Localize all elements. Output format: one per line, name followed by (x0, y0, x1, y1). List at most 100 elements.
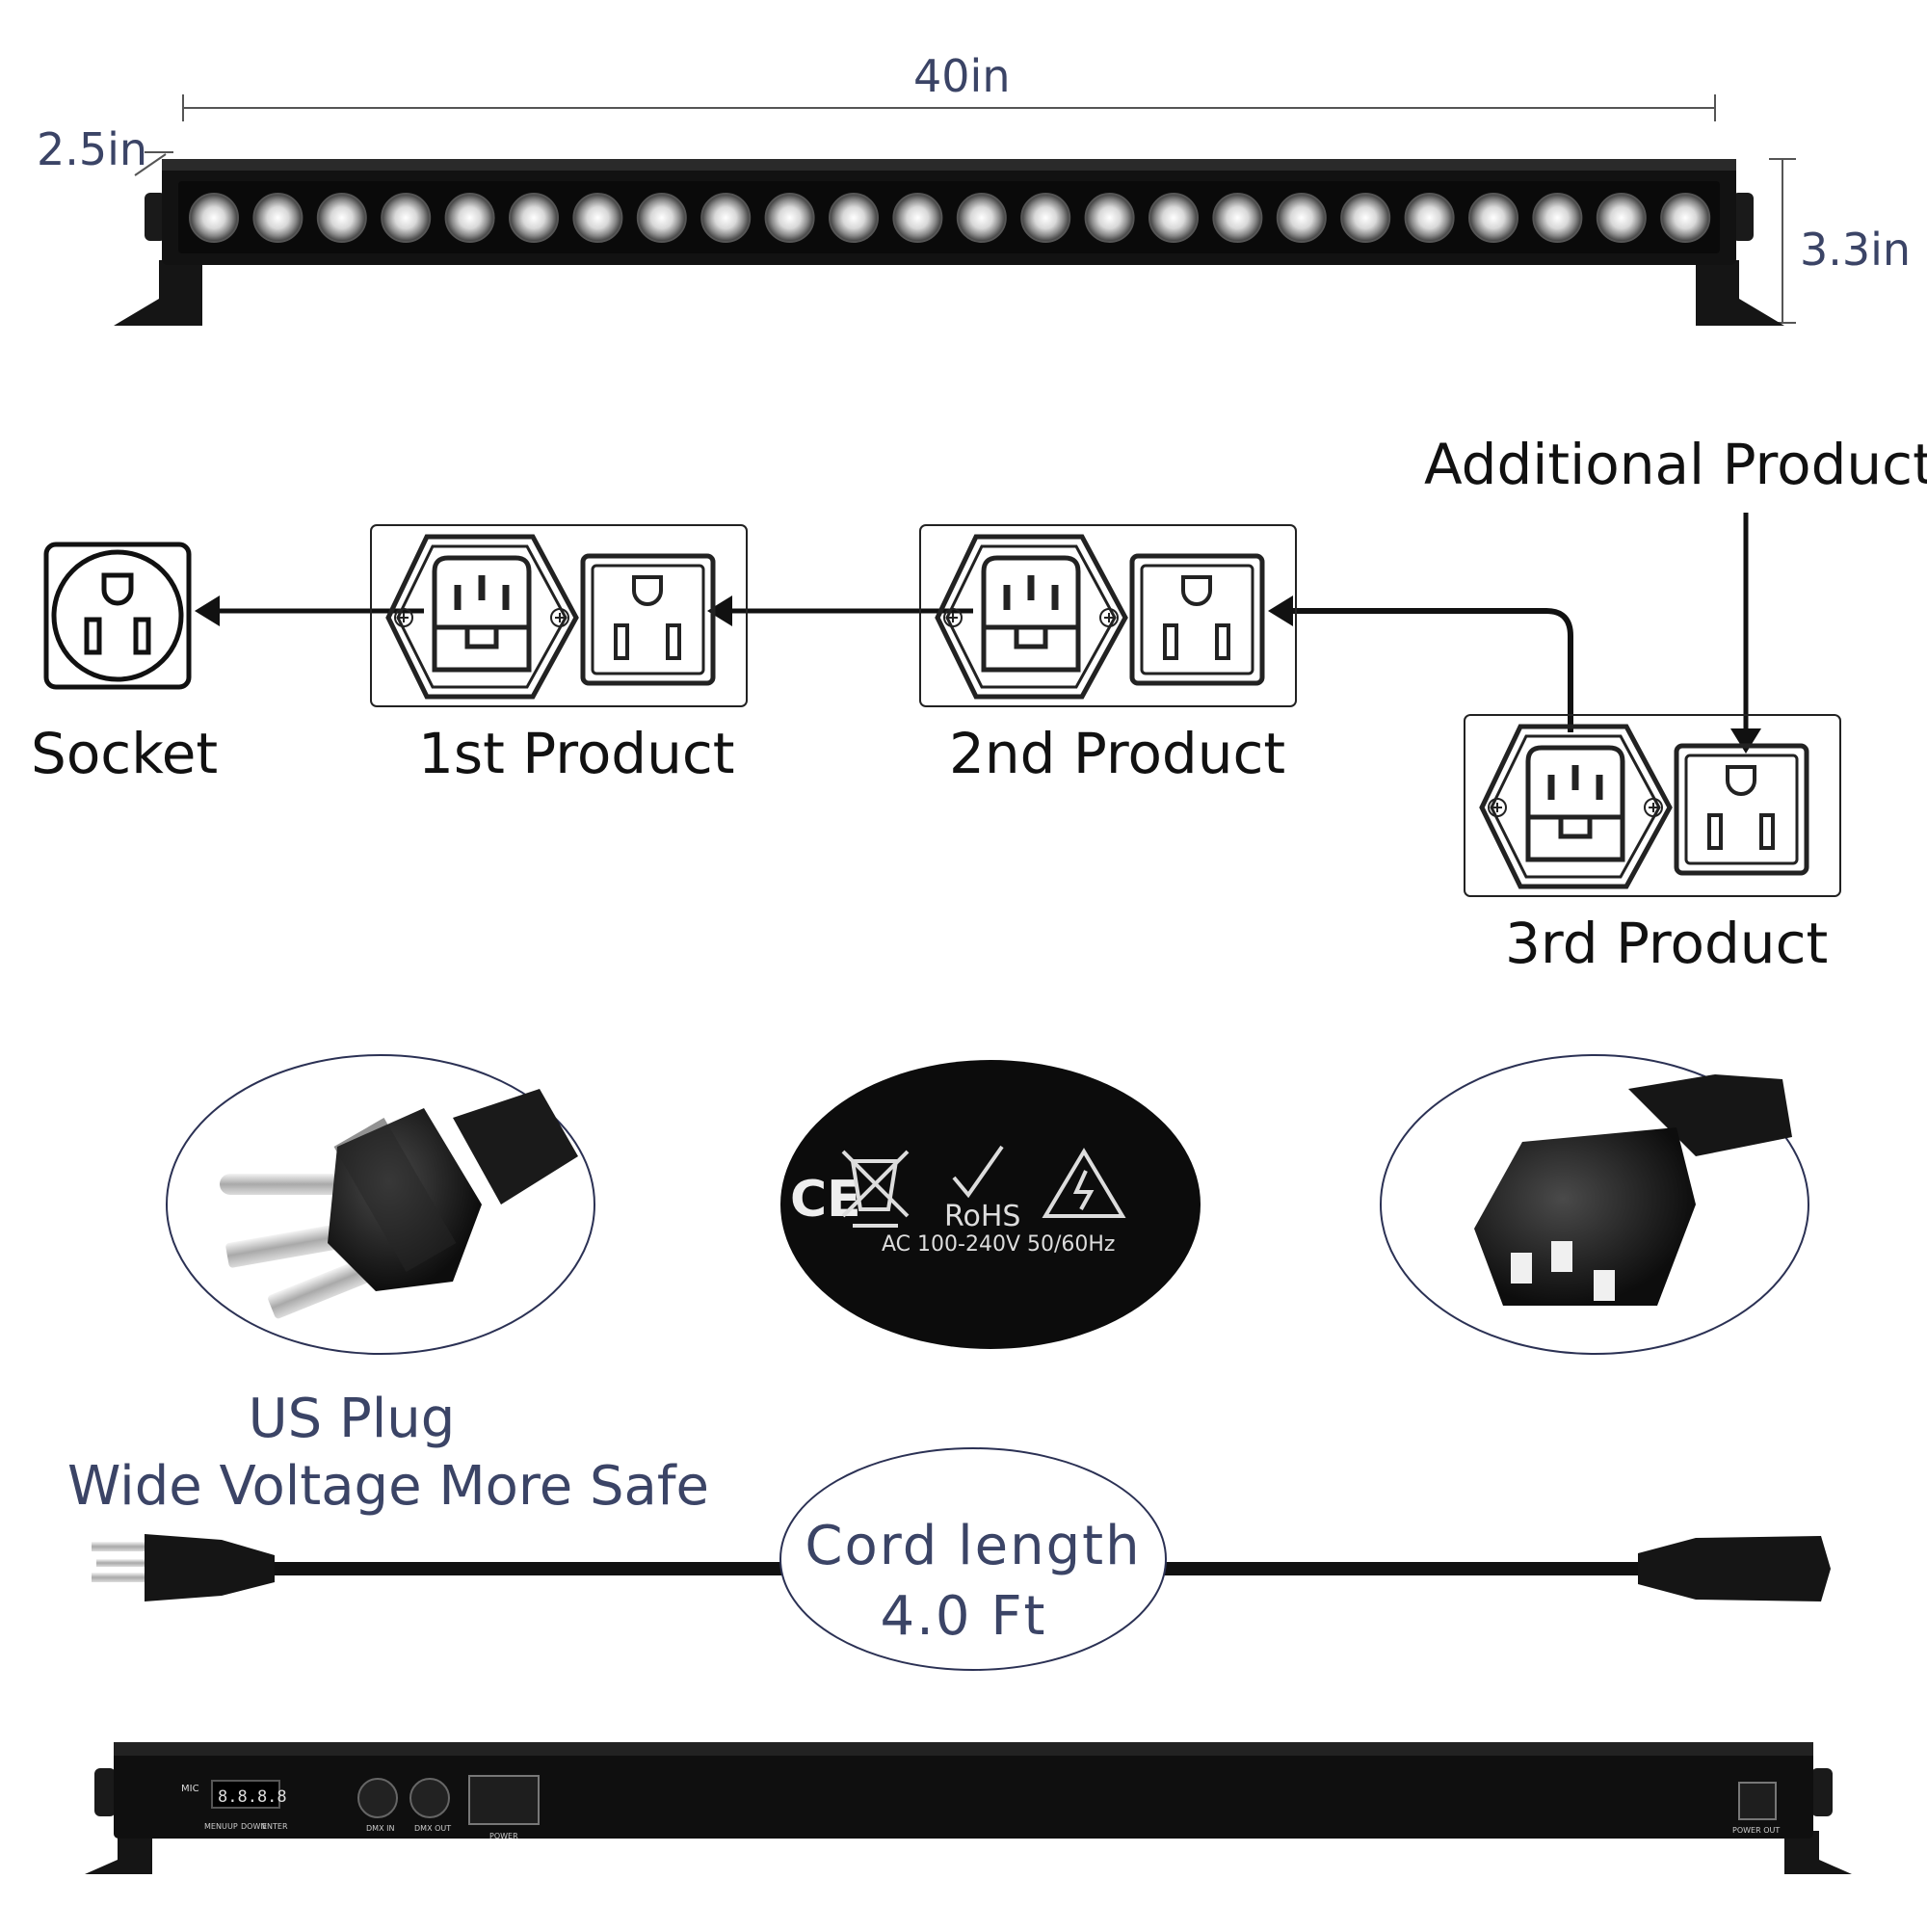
screw-icon (1644, 798, 1663, 817)
mic-label: MIC (181, 1784, 199, 1794)
led-lens (1468, 193, 1518, 243)
led-display: 8.8.8.8 (218, 1787, 287, 1807)
led-lens (1532, 193, 1583, 243)
us-plug-caption: US Plug (248, 1388, 456, 1450)
first-product-panel-icon (370, 524, 748, 707)
outlet-inner (1140, 564, 1254, 675)
button-label-up: UP (227, 1822, 238, 1831)
cord-length-bubble (779, 1447, 1167, 1671)
led-lens (1340, 193, 1391, 243)
second-product-label: 2nd Product (949, 721, 1286, 786)
svg-text:POWER OUT: POWER OUT (1732, 1826, 1780, 1835)
led-lens (316, 193, 367, 243)
panel-frame (919, 524, 1297, 707)
cord-length-label: Cord length (805, 1515, 1142, 1577)
screw-icon (943, 608, 963, 627)
outlet-slot (1215, 623, 1230, 660)
led-lens (189, 193, 239, 243)
iec-socket-top (432, 555, 532, 630)
svg-text:CE: CE (790, 1171, 861, 1229)
outlet-outline (580, 553, 716, 686)
led-lens (956, 193, 1007, 243)
iec-socket-bottom (1525, 814, 1625, 862)
third-product-label: 3rd Product (1505, 911, 1829, 976)
button-label-enter: ENTER (262, 1822, 288, 1831)
wall-socket-icon (43, 542, 192, 690)
iec-socket-bottom (432, 624, 532, 673)
iec-inlet-outline (1479, 724, 1673, 889)
outlet-ground-slot (632, 575, 663, 606)
button-label-down: DOWN (241, 1822, 266, 1831)
first-product-label: 1st Product (418, 721, 735, 786)
svg-text:AC 100-240V 50/60Hz: AC 100-240V 50/60Hz (882, 1232, 1115, 1257)
led-lens (700, 193, 752, 243)
led-lens (252, 193, 304, 243)
third-product-panel-icon (1464, 714, 1841, 897)
screw-icon (1488, 798, 1507, 817)
connection-diagram (43, 513, 1841, 897)
outlet-slot (666, 623, 681, 660)
button-label-menu: MENU (204, 1822, 227, 1831)
iec-c13-connector-icon (1380, 1054, 1809, 1355)
outlet-ground-slot (1181, 575, 1212, 606)
led-lens (829, 193, 879, 243)
dmx-out-port (409, 1778, 450, 1818)
panel-frame (370, 524, 748, 707)
screw-icon (394, 608, 413, 627)
cord-length-value: 4.0 Ft (880, 1585, 1047, 1648)
panel-frame (1464, 714, 1841, 897)
led-lens (1404, 193, 1455, 243)
iec-inlet-inner (1490, 734, 1661, 879)
svg-text:POWER: POWER (489, 1832, 518, 1840)
led-array (189, 193, 1711, 243)
svg-text:DMX OUT: DMX OUT (414, 1824, 451, 1833)
screw-icon (1099, 608, 1119, 627)
dmx-in-port (357, 1778, 398, 1818)
led-lens (381, 193, 432, 243)
iec-inlet-outline (935, 534, 1128, 700)
iec-inlet-outline (385, 534, 579, 700)
outlet-slot (1707, 813, 1723, 850)
led-lens (509, 193, 559, 243)
iec-inlet-inner (945, 544, 1117, 689)
led-lens (1660, 193, 1711, 243)
led-lens (572, 193, 623, 243)
outlet-slot (1759, 813, 1775, 850)
additional-products-label: Additional Products (1424, 432, 1927, 497)
led-lens (1084, 193, 1135, 243)
led-lens (444, 193, 495, 243)
outlet-outline (1129, 553, 1265, 686)
outlet-outline (1674, 743, 1809, 876)
power-inlet (468, 1775, 540, 1825)
svg-text:DMX IN: DMX IN (366, 1824, 394, 1833)
led-lens (764, 193, 815, 243)
screw-icon (550, 608, 569, 627)
outlet-slot (614, 623, 629, 660)
outlet-inner (1684, 754, 1799, 865)
power-out-socket (1738, 1782, 1777, 1820)
second-product-panel-icon (919, 524, 1297, 707)
iec-socket-bottom (981, 624, 1081, 673)
led-lens (1596, 193, 1647, 243)
iec-socket-top (1525, 745, 1625, 820)
height-dimension-label: 3.3in (1800, 224, 1912, 276)
socket-label: Socket (31, 721, 219, 786)
us-plug-photo-icon (166, 1054, 595, 1355)
led-lens (1148, 193, 1199, 243)
depth-dimension-label: 2.5in (37, 123, 148, 175)
svg-text:RoHS: RoHS (944, 1200, 1020, 1233)
front-light-bar (114, 94, 1796, 326)
outlet-inner (591, 564, 705, 675)
iec-inlet-inner (396, 544, 568, 689)
led-lens (1276, 193, 1327, 243)
certification-marks-icon: CE RoHS AC 100-240V 50/60Hz (780, 1060, 1201, 1349)
outlet-ground-slot (1726, 765, 1756, 796)
led-lens (636, 193, 687, 243)
led-lens (1020, 193, 1071, 243)
length-dimension-label: 40in (913, 50, 1011, 102)
led-lens (892, 193, 943, 243)
rear-light-bar: MIC 8.8.8.8 MENU UP DOWN ENTER DMX IN DM… (85, 1742, 1852, 1874)
outlet-slot (1163, 623, 1178, 660)
